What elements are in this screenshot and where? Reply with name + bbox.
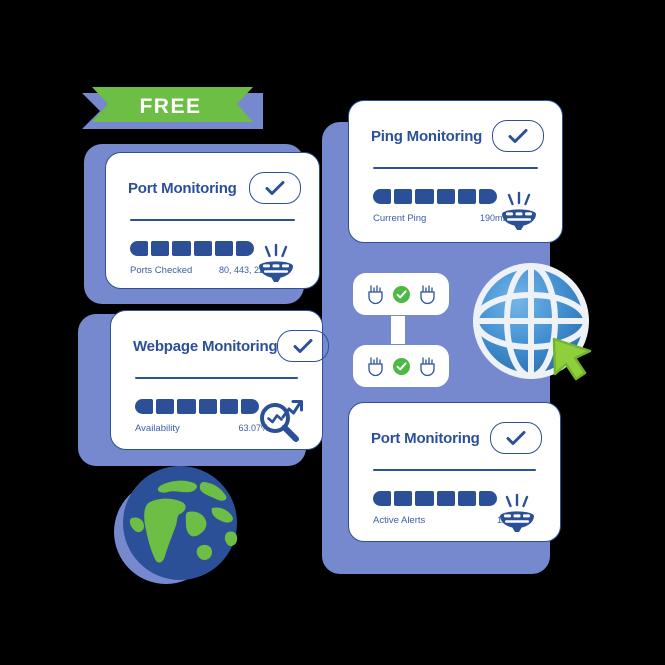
card-title: Port Monitoring <box>128 179 237 197</box>
check-circle-icon <box>392 285 410 303</box>
beacon-icon <box>496 191 542 237</box>
card-port-monitoring-top[interactable]: Port Monitoring Ports Checked 80, 443, 2… <box>105 152 320 289</box>
check-icon <box>508 129 528 143</box>
bar-segment <box>478 189 498 204</box>
bar-segment <box>151 241 170 256</box>
metric-row: Availability 63.07% <box>135 423 269 434</box>
wireframe-globe-decoration <box>455 255 600 395</box>
metric-label: Ports Checked <box>130 265 193 276</box>
card-header: Port Monitoring <box>371 421 542 455</box>
beacon-icon <box>253 243 299 289</box>
progress-bar <box>373 491 498 506</box>
card-metrics: Current Ping 190ms <box>373 189 542 230</box>
bar-segment <box>240 399 260 414</box>
card-title: Ping Monitoring <box>371 127 483 145</box>
bar-segment <box>373 189 392 204</box>
card-header: Ping Monitoring <box>371 119 544 153</box>
metric-row: Ports Checked 80, 443, 22 <box>130 265 264 276</box>
bar-segment <box>457 491 476 506</box>
card-divider <box>130 219 295 221</box>
card-ping-monitoring[interactable]: Ping Monitoring Current Ping 190ms <box>348 100 563 243</box>
metric-value: 80, 443, 22 <box>218 265 264 275</box>
bar-segment <box>198 399 217 414</box>
bar-segment <box>478 491 498 506</box>
progress-bar <box>130 241 255 256</box>
card-header: Port Monitoring <box>128 171 301 205</box>
progress-bar <box>135 399 260 414</box>
card-metrics: Active Alerts 12 <box>373 491 540 532</box>
bar-segment <box>135 399 154 414</box>
card-title: Webpage Monitoring <box>133 337 278 355</box>
earth-globe-decoration <box>108 466 253 591</box>
plug-icon <box>419 284 436 305</box>
card-divider <box>373 167 538 169</box>
check-icon <box>506 431 526 445</box>
bar-segment <box>415 491 434 506</box>
bar-segment <box>394 491 413 506</box>
check-icon <box>293 339 313 353</box>
card-webpage-monitoring[interactable]: Webpage Monitoring Availability 63.07% <box>110 310 330 450</box>
bar-segment <box>193 241 212 256</box>
plug-icon <box>419 356 436 377</box>
metric-value: 63.07% <box>238 423 269 433</box>
metric-value: 190ms <box>479 213 507 223</box>
bar-segment <box>172 241 191 256</box>
card-title: Port Monitoring <box>371 429 480 447</box>
toggle-check-button[interactable] <box>249 172 301 204</box>
bar-segment <box>214 241 233 256</box>
card-metrics: Ports Checked 80, 443, 22 <box>130 241 299 282</box>
check-circle-icon <box>392 357 410 375</box>
check-icon <box>265 181 285 195</box>
plug-icon <box>367 356 384 377</box>
progress-bar <box>373 189 498 204</box>
metric-label: Availability <box>135 423 180 434</box>
beacon-icon <box>494 493 540 539</box>
bar-segment <box>436 491 455 506</box>
toggle-check-button[interactable] <box>492 120 544 152</box>
bar-segment <box>177 399 196 414</box>
bar-segment <box>156 399 175 414</box>
connection-chip-top[interactable] <box>352 272 450 316</box>
connection-chip-bottom[interactable] <box>352 344 450 388</box>
magnifier-chart-icon <box>254 395 306 447</box>
plug-icon <box>367 284 384 305</box>
bar-segment <box>373 491 392 506</box>
metric-label: Active Alerts <box>373 515 426 526</box>
card-header: Webpage Monitoring <box>133 329 330 363</box>
bar-segment <box>457 189 476 204</box>
bar-segment <box>394 189 413 204</box>
free-ribbon: FREE <box>78 85 263 137</box>
bar-segment <box>235 241 255 256</box>
card-metrics: Availability 63.07% <box>135 399 303 442</box>
metric-label: Current Ping <box>373 213 427 224</box>
card-divider <box>135 377 298 379</box>
bar-segment <box>436 189 455 204</box>
metric-row: Active Alerts 12 <box>373 515 507 526</box>
chip-connector <box>390 306 406 354</box>
ribbon-label: FREE <box>139 95 202 118</box>
bar-segment <box>130 241 149 256</box>
card-port-monitoring-bottom[interactable]: Port Monitoring Active Alerts 12 <box>348 402 561 542</box>
green-cursor-icon <box>552 337 592 381</box>
bar-segment <box>219 399 238 414</box>
card-divider <box>373 469 536 471</box>
toggle-check-button[interactable] <box>277 330 330 362</box>
metric-row: Current Ping 190ms <box>373 213 507 224</box>
toggle-check-button[interactable] <box>490 422 542 454</box>
bar-segment <box>415 189 434 204</box>
